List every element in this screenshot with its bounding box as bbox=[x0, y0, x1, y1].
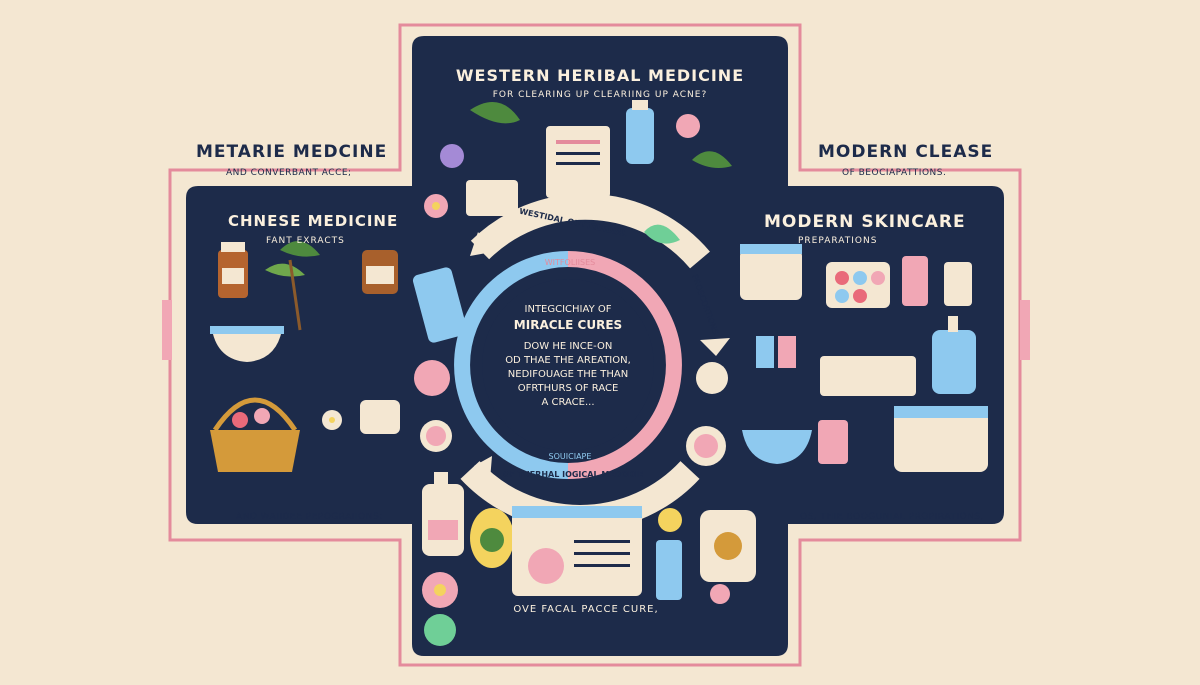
right-panel-subtitle: PREPARATIONS bbox=[798, 236, 878, 246]
right-pink-tab bbox=[1020, 300, 1030, 360]
ring-blue-arc bbox=[454, 251, 569, 479]
ring-label-bottom-inner: SOUICIAPE bbox=[548, 452, 592, 461]
top-subtitle: FOR CLEARING UP CLEARIING UP ACNE? bbox=[492, 90, 708, 100]
bottom-left-label: AND WAIIDEE PEPOGRAIIONS: bbox=[236, 512, 383, 522]
center-headline: MIRACLE CURES bbox=[513, 318, 623, 332]
center-body-line: OFRTHURS OF RACE bbox=[517, 383, 619, 394]
outer-right-subtitle: OF BEOCIAPATTIONS. bbox=[842, 168, 947, 178]
capsule-card-icon bbox=[412, 267, 468, 343]
center-body-line: DOW HE INCE-ON bbox=[523, 341, 613, 352]
skincare-tub-icon bbox=[740, 250, 802, 300]
left-panel-subtitle: FANT EXRACTS bbox=[266, 236, 345, 246]
left-panel-title: CHNESE MEDICINE bbox=[228, 212, 399, 230]
center-body: DOW HE INCE-ON OD THAE THE AREATION, NED… bbox=[488, 340, 648, 410]
ring-pink-arc bbox=[567, 251, 682, 479]
ring-arrow-right bbox=[700, 338, 730, 356]
center-body-line: OD THAE THE AREATION, bbox=[505, 355, 631, 366]
face-icon bbox=[528, 548, 564, 584]
outer-left-subtitle: AND CONVERBANT ACCE; bbox=[226, 168, 352, 178]
left-pink-tab bbox=[162, 300, 172, 360]
outer-cross-frame bbox=[168, 23, 1022, 667]
top-title: WESTERN HERIBAL MEDICINE bbox=[455, 66, 745, 85]
outer-left-title: METARIE MEDCINE bbox=[196, 142, 388, 162]
bottom-right-label: OS, THIE BOOGUNIAL PROPIRATIONS, bbox=[800, 512, 984, 522]
mortar-bowl-icon bbox=[212, 330, 282, 362]
ring-label-bottom: OF TUERHAL IOGICAL MEDODIE bbox=[502, 470, 644, 479]
herb-leaf-icon bbox=[280, 241, 320, 257]
outer-right-title: MODERN CLEASE bbox=[818, 142, 994, 162]
face-card-icon bbox=[512, 506, 642, 596]
product-tray-icon bbox=[820, 356, 916, 396]
center-circle bbox=[482, 279, 654, 451]
mixing-bowl-icon bbox=[742, 430, 812, 464]
ring-label-top-inner: WITFOLIISES bbox=[544, 258, 596, 267]
pump-bottle-icon bbox=[932, 330, 976, 394]
cream-tub-right-icon bbox=[894, 410, 988, 472]
bottom-caption: OVE FACAL PACCE CURE, bbox=[513, 604, 659, 615]
center-body-line: NEDIFOUAGE THE THAN bbox=[507, 369, 629, 380]
ring-arrow-bottom bbox=[474, 456, 492, 480]
center-intro: INTEGCICHIAY OF bbox=[524, 304, 612, 315]
center-body-line: A CRACE... bbox=[541, 397, 595, 408]
right-panel-title: MODERN SKINCARE bbox=[764, 212, 966, 232]
ring-arrow-left bbox=[470, 232, 492, 256]
cream-jar-icon bbox=[466, 180, 518, 216]
basket-icon bbox=[210, 430, 300, 472]
lightbulb-icon bbox=[658, 508, 682, 532]
